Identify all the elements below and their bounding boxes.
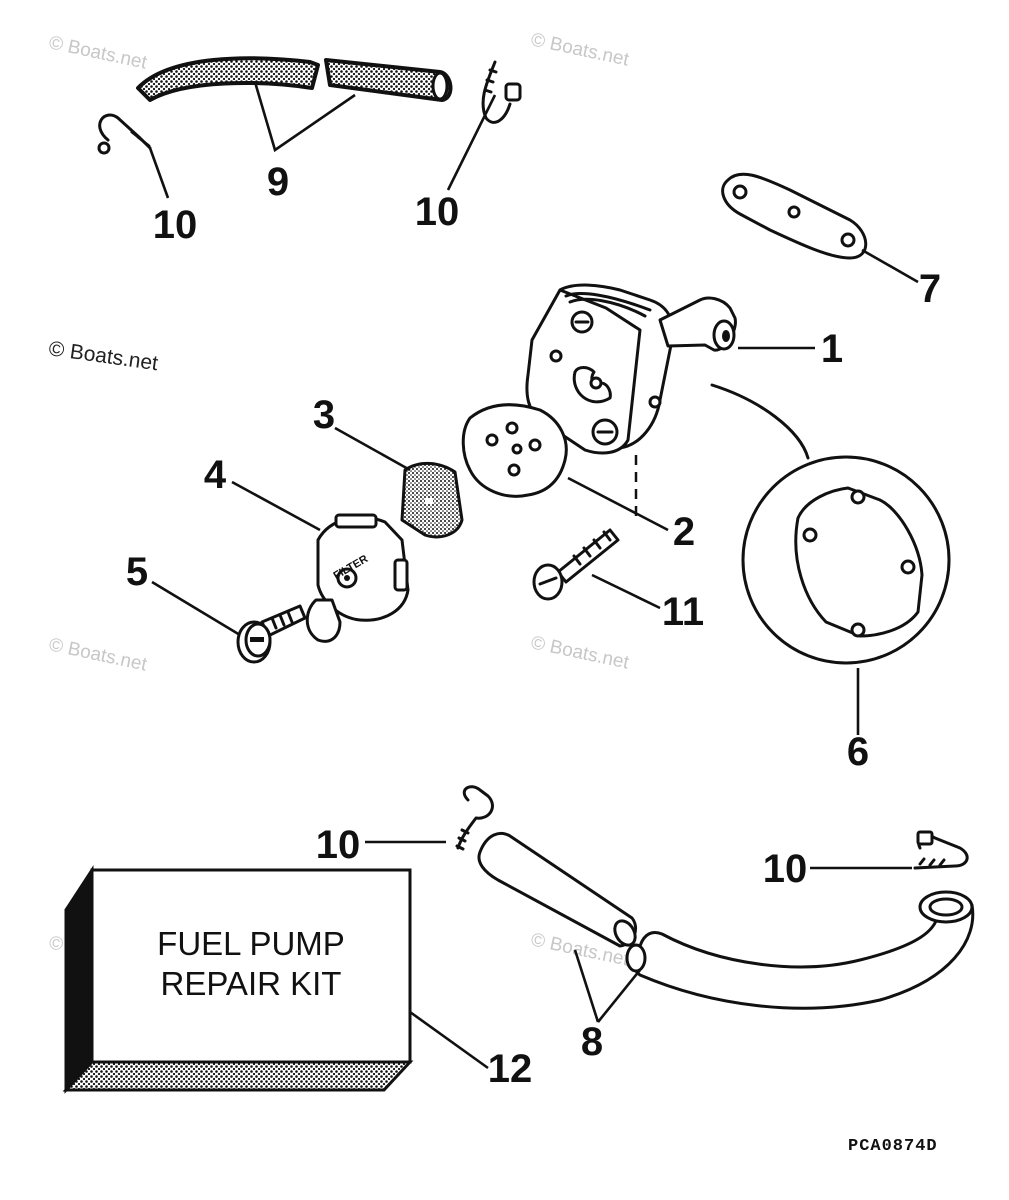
callout-10: 10	[153, 203, 198, 247]
callout-12: 12	[488, 1047, 533, 1091]
callout-8: 8	[581, 1020, 603, 1064]
leader-lines	[148, 81, 919, 1070]
kit-label-line2: REPAIR KIT	[161, 965, 342, 1002]
callout-4: 4	[204, 453, 227, 497]
callout-3: 3	[313, 393, 335, 437]
fuel-hose-9	[136, 56, 453, 102]
watermark: © Boats.net	[529, 632, 631, 673]
callout-6: 6	[847, 730, 869, 774]
hose-clamp-10	[455, 785, 494, 851]
fuel-hose-8	[477, 831, 975, 1010]
filter-screen-3	[400, 462, 464, 539]
callout-2: 2	[673, 510, 695, 554]
kit-label-line1: FUEL PUMP	[157, 925, 345, 962]
screw-5	[236, 604, 307, 664]
watermark: © Boats.net	[47, 634, 149, 675]
drawing-code: PCA0874D	[848, 1137, 938, 1156]
callout-1: 1	[821, 327, 843, 371]
screw-11	[532, 528, 620, 601]
diaphragm-6	[710, 383, 951, 665]
callout-9: 9	[267, 160, 289, 204]
callout-10: 10	[316, 823, 361, 867]
hose-clamp-10	[97, 113, 152, 155]
watermark: © Boats.net	[47, 32, 149, 73]
callout-11: 11	[662, 590, 704, 634]
callouts: 9 10 10 7 1 3 4 2 5 11 6 10 10 8 12	[126, 160, 941, 1091]
gasket-7	[721, 172, 868, 260]
callout-7: 7	[919, 267, 941, 311]
repair-kit-box-12: FUEL PUMP REPAIR KIT	[62, 864, 414, 1094]
callout-5: 5	[126, 550, 148, 594]
watermark: © Boats.net	[47, 337, 159, 375]
callout-10: 10	[763, 847, 808, 891]
filter-cap-4: FILTER	[305, 513, 410, 643]
watermark: © Boats.net	[529, 29, 631, 70]
fuel-pump-1	[525, 283, 737, 455]
valve-plate-2	[461, 403, 568, 498]
callout-10: 10	[415, 190, 460, 234]
hose-clamp-10	[913, 830, 969, 870]
hose-clamp-10	[481, 60, 522, 124]
